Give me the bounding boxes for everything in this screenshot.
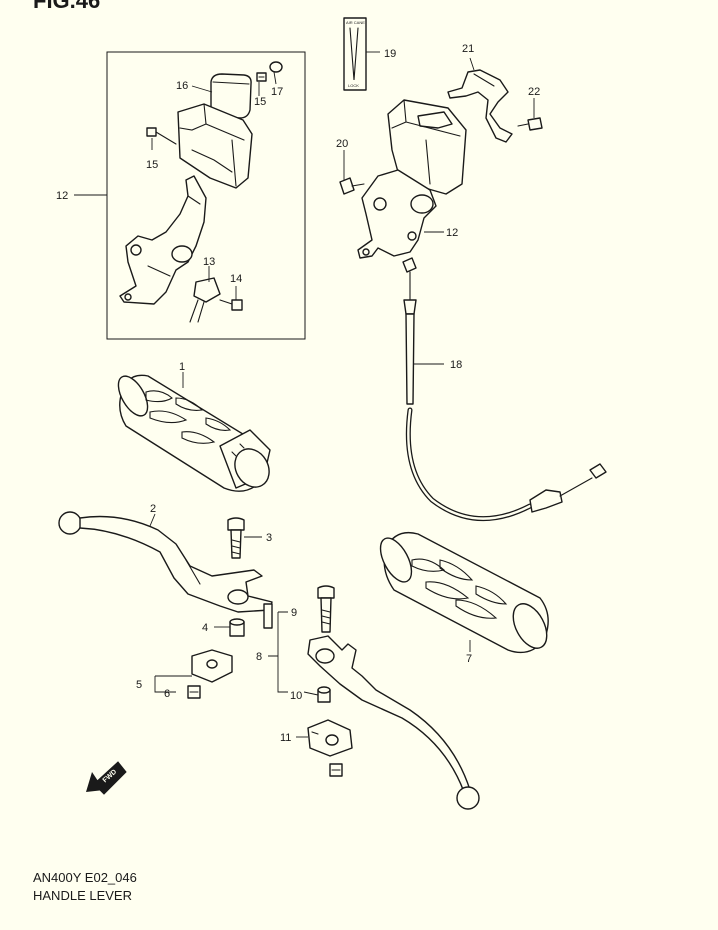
callout-16: 16 xyxy=(176,80,188,92)
callout-15-lower: 15 xyxy=(146,159,158,171)
part-7-grip xyxy=(379,531,549,654)
part-15-screw-lower xyxy=(146,127,177,145)
callout-15-upper: 15 xyxy=(254,96,266,108)
part-18-cable xyxy=(402,257,607,522)
part-10-collar xyxy=(317,686,331,703)
part-14-screw xyxy=(219,299,243,311)
part-1-grip xyxy=(117,374,271,492)
part-2-lever-left xyxy=(58,511,273,629)
callout-3: 3 xyxy=(266,532,272,544)
part-22-bolt xyxy=(517,117,543,131)
callout-7: 7 xyxy=(466,653,472,665)
callout-17: 17 xyxy=(271,86,283,98)
subassembly-frame xyxy=(106,51,306,340)
callout-2: 2 xyxy=(150,503,156,515)
callout-6: 6 xyxy=(164,688,170,700)
part-3-pivot-bolt xyxy=(227,517,245,559)
forward-arrow-icon: FWD xyxy=(86,761,127,795)
callout-13: 13 xyxy=(203,256,215,268)
part-12-switch-housing-right xyxy=(387,99,467,195)
callout-12-left: 12 xyxy=(56,190,68,202)
callout-22: 22 xyxy=(528,86,540,98)
model-code: AN400Y E02_046 xyxy=(33,870,137,885)
part-8-lever-right xyxy=(307,635,480,810)
part-20-screw xyxy=(339,177,365,195)
part-21-clamp xyxy=(447,69,513,143)
callout-18: 18 xyxy=(450,359,462,371)
figure-name: HANDLE LEVER xyxy=(33,888,132,903)
callout-4: 4 xyxy=(202,622,208,634)
part-12-switch-housing-left xyxy=(177,103,253,189)
part-19-sticker: AIR CANE LOCK xyxy=(343,17,367,91)
part-5-switch xyxy=(191,649,233,683)
part-12-bracket-left xyxy=(119,175,207,305)
callout-8: 8 xyxy=(256,651,262,663)
figure-title: FIG.46 xyxy=(33,0,101,13)
part-11-switch xyxy=(307,719,353,757)
part-4-collar xyxy=(229,618,245,637)
part-11-screw xyxy=(329,763,343,777)
part-6-screw xyxy=(187,685,201,699)
callout-11: 11 xyxy=(280,732,291,744)
part-17-cap xyxy=(269,61,283,73)
sticker-bottom-text: LOCK xyxy=(348,83,359,88)
callout-5: 5 xyxy=(136,679,142,691)
part-9-pivot-bolt xyxy=(317,585,335,633)
sticker-top-text: AIR CANE xyxy=(346,20,365,25)
part-15-screw-upper xyxy=(256,72,267,82)
callout-20: 20 xyxy=(336,138,348,150)
callout-1: 1 xyxy=(179,361,185,373)
callout-10: 10 xyxy=(290,690,302,702)
part-12-bracket-right xyxy=(357,169,437,259)
callout-9: 9 xyxy=(291,607,297,619)
callout-19: 19 xyxy=(384,48,396,60)
callout-14: 14 xyxy=(230,273,242,285)
callout-12-right: 12 xyxy=(446,227,458,239)
part-13-switch xyxy=(189,277,221,323)
callout-21: 21 xyxy=(462,43,474,55)
